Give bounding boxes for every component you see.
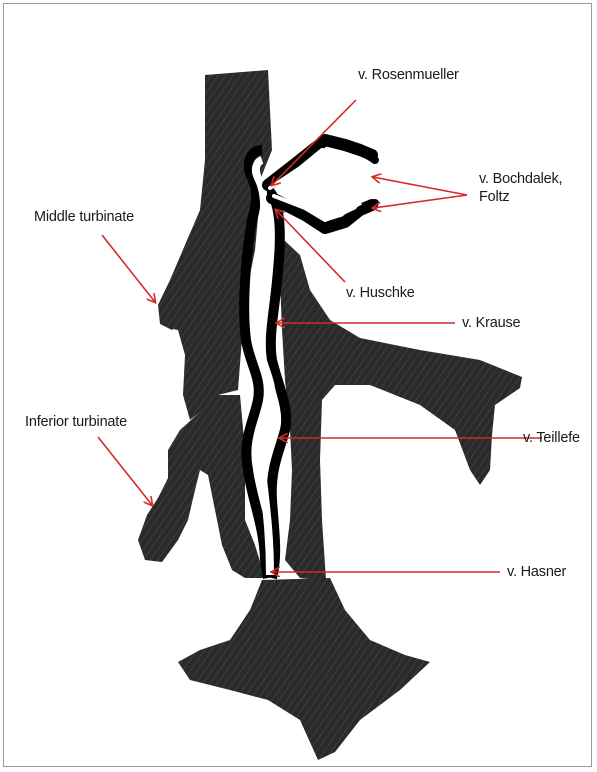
label-bochdalek-line2: Foltz (479, 188, 562, 206)
label-hasner: v. Hasner (507, 563, 566, 581)
label-teillefe: v. Teillefe (523, 429, 580, 447)
label-rosenmueller: v. Rosenmueller (358, 66, 459, 84)
label-krause: v. Krause (462, 314, 520, 332)
arrow-middle-turbinate (102, 235, 155, 302)
arrow-bochdalek-lower (373, 195, 467, 208)
nasal-floor-tissue (178, 578, 430, 760)
label-inferior-turbinate: Inferior turbinate (25, 413, 127, 431)
arrow-bochdalek-upper (373, 177, 467, 195)
label-bochdalek-line1: v. Bochdalek, (479, 170, 562, 188)
arrow-inferior-turbinate (98, 437, 152, 505)
label-middle-turbinate: Middle turbinate (34, 208, 134, 226)
label-bochdalek-foltz: v. Bochdalek, Foltz (479, 170, 562, 206)
label-huschke: v. Huschke (346, 284, 415, 302)
